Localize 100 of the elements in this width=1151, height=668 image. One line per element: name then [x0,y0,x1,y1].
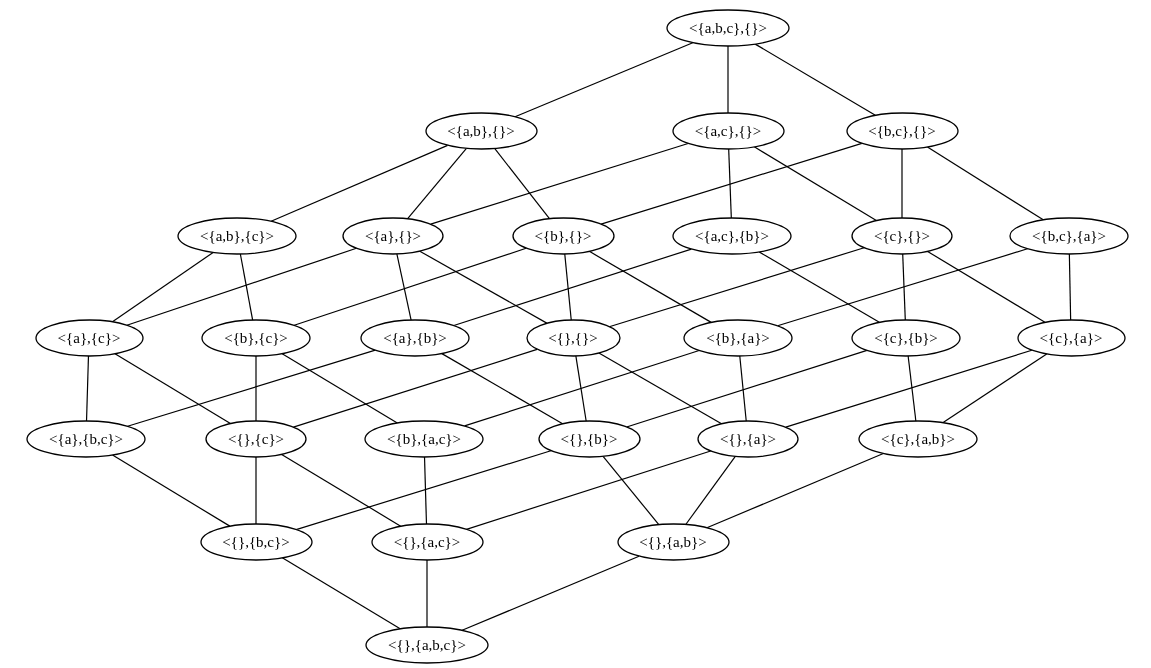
connector-line [292,348,538,428]
connector-line [423,456,428,525]
connector-line [255,456,257,525]
connector-line [85,355,90,422]
connector-line [602,455,660,526]
node-label: <{c},{}> [873,227,931,245]
ellipse-node [852,320,960,356]
node-label: <{c},{a,b}> [880,430,955,448]
connector-line [114,353,232,425]
connector-line [255,355,257,422]
node-label: <{a,b,c},{}> [689,19,767,37]
connector-line [927,250,1046,323]
ellipse-node [852,218,952,254]
ellipse-node [698,421,798,457]
node-label: <{c},{b}> [874,329,938,347]
connector-line [575,355,587,422]
ellipse-node [538,421,640,457]
connector-line [598,352,723,425]
node-label: <{a,c},{b}> [694,227,769,245]
connector-line [430,142,689,225]
ellipse-node [371,524,483,560]
node-label: <{b,c},{}> [868,122,936,140]
ellipse-node [617,524,729,560]
ellipse-node [35,320,143,356]
node-label: <{a},{}> [364,227,422,245]
ellipse-node [178,218,296,254]
ellipse-node [202,320,310,356]
ellipse-node [526,320,620,356]
connector-line [295,450,552,531]
ellipse-node [27,421,145,457]
node-label: <{b},{c}> [224,329,288,347]
connector-line [926,146,1044,221]
ellipse-node [366,627,488,663]
node-label: <{},{a,b}> [639,533,707,551]
connector-line [728,148,732,219]
connector-line [293,247,527,326]
connector-line [758,251,880,323]
connector-line [564,253,572,321]
connector-line [419,250,548,324]
connector-line [127,349,376,427]
connector-line [754,43,876,116]
ellipse-node [673,218,791,254]
connector-line [426,559,428,628]
node-label: <{},{}> [548,329,598,347]
node-label: <{a,c},{}> [694,122,762,140]
connector-line [777,248,1029,327]
connector-line [608,247,865,328]
node-label: <{a,b},{}> [447,122,515,140]
connector-line [239,253,254,321]
connector-line [441,353,564,425]
ellipse-node [672,113,784,149]
connector-line [901,148,903,219]
node-label: <{},{a,c}> [393,533,461,551]
connector-line [396,253,412,321]
node-label: <{a},{b}> [383,329,447,347]
node-label: <{a,b},{c}> [199,227,274,245]
connector-line [464,349,700,427]
ellipse-node [200,524,312,560]
node-label: <{b,c},{a}> [1031,227,1106,245]
connector-line [406,147,468,220]
connector-line [727,45,729,114]
connector-line [111,251,214,323]
connector-line [706,452,884,529]
ellipse-node [365,421,483,457]
connector-line [1068,253,1072,321]
connector-line [753,146,877,222]
connector-line [111,454,231,527]
ellipse-node [425,113,537,149]
ellipse-node [1010,218,1128,254]
node-label: <{b},{}> [534,227,592,245]
connector-line [588,250,712,323]
connector-line [270,144,449,222]
node-label: <{},{a}> [719,430,777,448]
ellipse-node [846,113,958,149]
connector-line [739,355,747,422]
node-label: <{a},{c}> [57,329,121,347]
ellipse-node [667,10,789,46]
connector-line [942,353,1048,424]
node-label: <{},{b,c}> [222,533,290,551]
ellipse-node [343,218,443,254]
connector-line [281,453,402,527]
ellipse-node [512,218,614,254]
node-label: <{a},{b,c}> [48,430,123,448]
connector-line [626,349,868,428]
ellipse-node [206,421,306,457]
ellipse-node [684,320,792,356]
connector-line [281,557,401,630]
connector-line [785,349,1033,428]
connector-line [281,353,398,424]
node-label: <{c},{a}> [1039,329,1103,347]
node-label: <{},{a,b,c}> [388,636,466,654]
connector-line [907,355,917,422]
connector-line [453,248,692,327]
node-label: <{b},{a,c}> [386,430,461,448]
connector-line [600,142,863,225]
ellipse-node [859,421,977,457]
connector-line [902,253,906,321]
connector-line [514,42,694,118]
node-label: <{b},{a}> [706,329,770,347]
connector-line [461,555,640,631]
